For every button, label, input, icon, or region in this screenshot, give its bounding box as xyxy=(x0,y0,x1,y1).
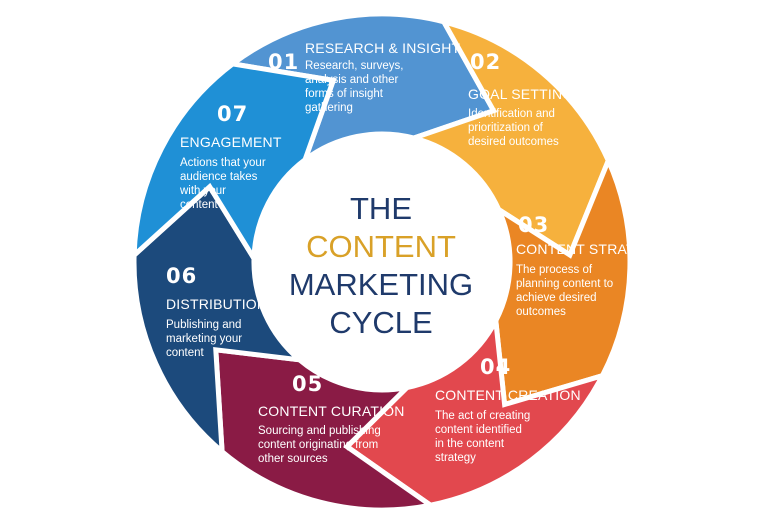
center-title-line-4: CYCLE xyxy=(329,305,433,340)
step-04-number: 04 xyxy=(480,355,512,379)
step-04-title: CONTENT CREATION xyxy=(435,387,581,403)
center-title: THE CONTENT MARKETING CYCLE xyxy=(258,190,504,342)
step-05-description: Sourcing and publishing content originat… xyxy=(258,425,381,465)
step-06-number: 06 xyxy=(166,264,198,288)
step-01-description: Research, surveys, analysis and other fo… xyxy=(305,60,404,114)
step-03-number: 03 xyxy=(518,213,550,237)
step-07-title: ENGAGEMENT xyxy=(180,134,282,150)
center-circle xyxy=(256,136,508,388)
step-04-description: The act of creating content identified i… xyxy=(435,410,531,464)
center-title-line-3: MARKETING xyxy=(288,267,474,302)
step-01-number: 01 xyxy=(268,50,300,74)
step-01-title: RESEARCH & INSIGHT xyxy=(305,40,461,56)
step-05-title: CONTENT CURATION xyxy=(258,403,405,419)
step-03-title: CONTENT STRATEGY xyxy=(516,241,665,257)
step-03-description: The process of planning content to achie… xyxy=(516,264,614,318)
step-07-number: 07 xyxy=(217,102,249,126)
center-title-line-2: CONTENT xyxy=(306,229,456,264)
step-02-number: 02 xyxy=(470,50,502,74)
step-05-number: 05 xyxy=(292,372,324,396)
step-06-description: Publishing and marketing your content xyxy=(166,319,243,359)
step-07-description: Actions that your audience takes with yo… xyxy=(180,157,266,211)
step-07-segment xyxy=(131,61,337,267)
step-02-title: GOAL SETTING xyxy=(468,86,574,102)
step-06-title: DISTRIBUTION xyxy=(166,296,268,312)
center-title-line-1: THE xyxy=(350,191,412,226)
step-02-description: Identification and prioritization of des… xyxy=(468,108,559,148)
